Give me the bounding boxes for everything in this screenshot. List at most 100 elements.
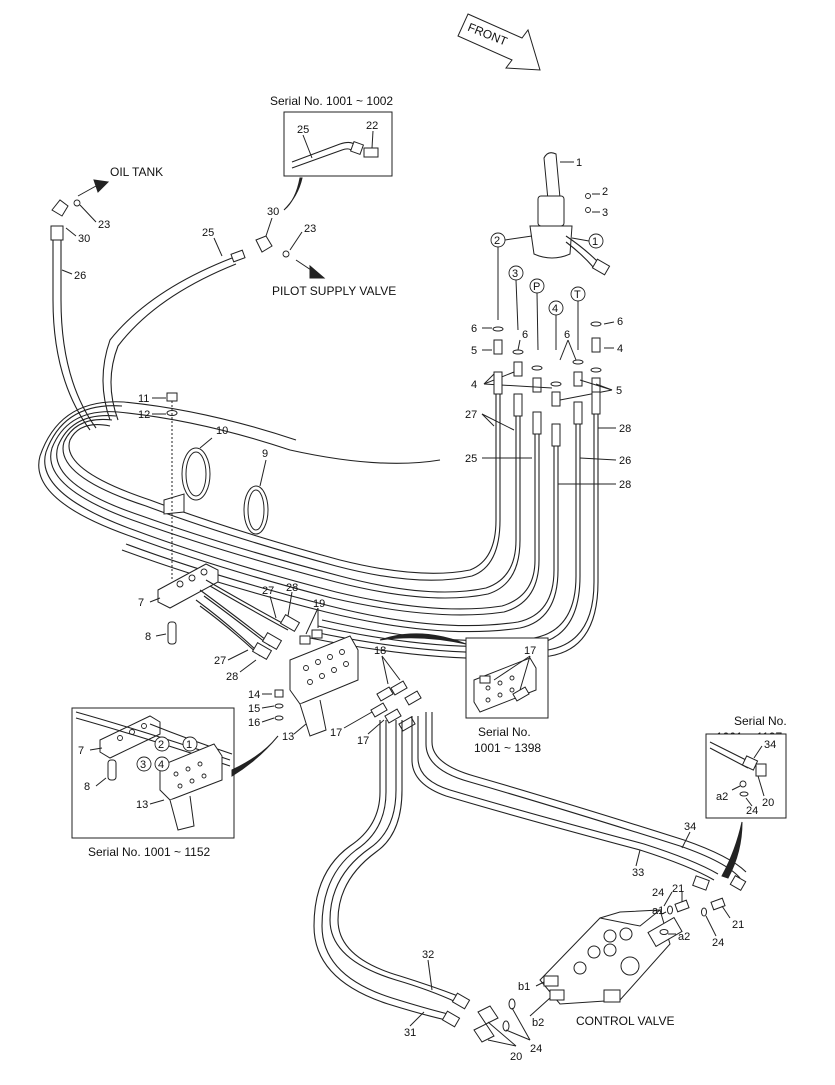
callout-a2-inset: a2 [716, 791, 728, 803]
inset-top [283, 111, 393, 177]
hose-collars [493, 371, 601, 447]
callout-33: 33 [632, 867, 644, 879]
callout-28-a: 28 [619, 423, 631, 435]
callout-6-d: 6 [617, 316, 623, 328]
bolt-11-washer-12: 11 12 [138, 392, 178, 580]
callout-25-top: 25 [297, 124, 309, 136]
callout-20-inset: 20 [762, 797, 774, 809]
port-circle-1: 1 [571, 233, 604, 249]
callout-24-bottom: 24 [530, 1043, 542, 1055]
pointer-top [283, 177, 303, 211]
callout-9: 9 [262, 448, 268, 460]
valve-fittings: 24 21 a1 21 a2 24 b1 b2 [518, 883, 744, 1029]
clamp-9: 9 [243, 448, 269, 535]
callout-11: 11 [138, 393, 149, 405]
callout-1: 1 [576, 157, 582, 169]
callout-25-b: 25 [465, 453, 477, 465]
inset-left-content: 7 8 13 2 1 3 4 [75, 711, 233, 831]
callout-30-left: 30 [78, 233, 90, 245]
serial-mid-caption-2: 1001 ~ 1398 [474, 741, 541, 755]
inset-circle-4: 4 [158, 759, 164, 771]
pilot-supply-arrow: PILOT SUPPLY VALVE [272, 259, 396, 298]
callout-a1: a1 [652, 905, 664, 917]
inset-circle-3: 3 [140, 759, 146, 771]
callout-b2: b2 [532, 1017, 544, 1029]
callout-16: 16 [248, 717, 260, 729]
inset-circle-2: 2 [158, 739, 164, 751]
bolts-14-15-16: 14 15 16 [248, 689, 284, 729]
svg-text:4: 4 [552, 303, 558, 315]
callout-26-b: 26 [619, 455, 631, 467]
joystick-fittings: 6 5 6 6 6 4 4 5 [471, 316, 623, 407]
bottom-elbows-20-24: 20 24 [473, 998, 542, 1063]
callout-12: 12 [138, 409, 150, 421]
svg-text:3: 3 [512, 268, 518, 280]
callout-14: 14 [248, 689, 260, 701]
svg-text:T: T [574, 289, 581, 301]
hose-block-7: 7 8 [138, 563, 219, 645]
callout-6-a: 6 [471, 323, 477, 335]
callout-17-inset: 17 [524, 645, 536, 657]
bracket-13: 13 [282, 635, 359, 743]
svg-text:P: P [533, 281, 540, 293]
callout-10: 10 [216, 425, 228, 437]
callout-24-valve-a: 24 [652, 887, 664, 899]
control-valve-label: CONTROL VALVE [576, 1014, 674, 1028]
callout-8-inset: 8 [84, 781, 90, 793]
oil-tank-label: OIL TANK [110, 165, 163, 179]
callout-5-a: 5 [471, 345, 477, 357]
front-arrow: FRONT [457, 13, 541, 71]
callout-4-a: 4 [617, 343, 623, 355]
callout-21-b: 21 [732, 919, 744, 931]
serial-left-caption: Serial No. 1001 ~ 1152 [88, 845, 211, 859]
serial-right-caption-1: Serial No. [734, 714, 787, 728]
port-circle-3: 3 [508, 265, 524, 331]
pointer-mid [379, 633, 467, 645]
callout-34: 34 [684, 821, 696, 833]
callout-17-b: 17 [357, 735, 369, 747]
control-valve: CONTROL VALVE [539, 909, 683, 1028]
inset-mid-content: 17 [473, 645, 537, 713]
callout-27-c: 27 [214, 655, 226, 667]
callout-23-left: 23 [98, 219, 110, 231]
callout-3: 3 [602, 207, 608, 219]
fittings-19: 19 [299, 598, 325, 645]
callout-20-bottom: 20 [510, 1051, 522, 1063]
callout-28-c: 28 [286, 582, 298, 594]
oil-tank-arrow: OIL TANK [77, 165, 163, 197]
joystick-assembly: 1 2 3 [529, 152, 611, 276]
inset-top-content: 25 22 [291, 120, 379, 169]
callout-17-a: 17 [330, 727, 342, 739]
callout-b1: b1 [518, 981, 530, 993]
callout-24-inset: 24 [746, 805, 758, 817]
callout-5-b: 5 [616, 385, 622, 397]
callout-24-valve-b: 24 [712, 937, 724, 949]
callout-23-mid: 23 [304, 223, 316, 235]
svg-text:2: 2 [494, 235, 500, 247]
callout-13-main: 13 [282, 731, 294, 743]
callout-7: 7 [138, 597, 144, 609]
callout-34-inset: 34 [764, 739, 776, 751]
callout-13-inset: 13 [136, 799, 148, 811]
pointer-left [231, 735, 279, 777]
callout-26-left: 26 [74, 270, 86, 282]
callout-6-c: 6 [564, 329, 570, 341]
callout-19: 19 [313, 598, 325, 610]
inset-circle-1: 1 [186, 739, 192, 751]
callout-18: 18 [374, 645, 386, 657]
pilot-supply-label: PILOT SUPPLY VALVE [272, 284, 396, 298]
callout-28-b: 28 [619, 479, 631, 491]
callout-27-a: 27 [465, 409, 477, 421]
callout-31: 31 [404, 1027, 416, 1039]
fittings-17-18: 18 17 17 [330, 645, 422, 747]
callout-30-mid: 30 [267, 206, 279, 218]
callout-8: 8 [145, 631, 151, 643]
callout-6-b: 6 [522, 329, 528, 341]
serial-mid-caption-1: Serial No. [478, 725, 531, 739]
inset-right [705, 733, 787, 819]
callout-22: 22 [366, 120, 378, 132]
hoses-block-to-bracket: 27 28 27 28 [195, 579, 301, 683]
callout-15: 15 [248, 703, 260, 715]
callout-32: 32 [422, 949, 434, 961]
